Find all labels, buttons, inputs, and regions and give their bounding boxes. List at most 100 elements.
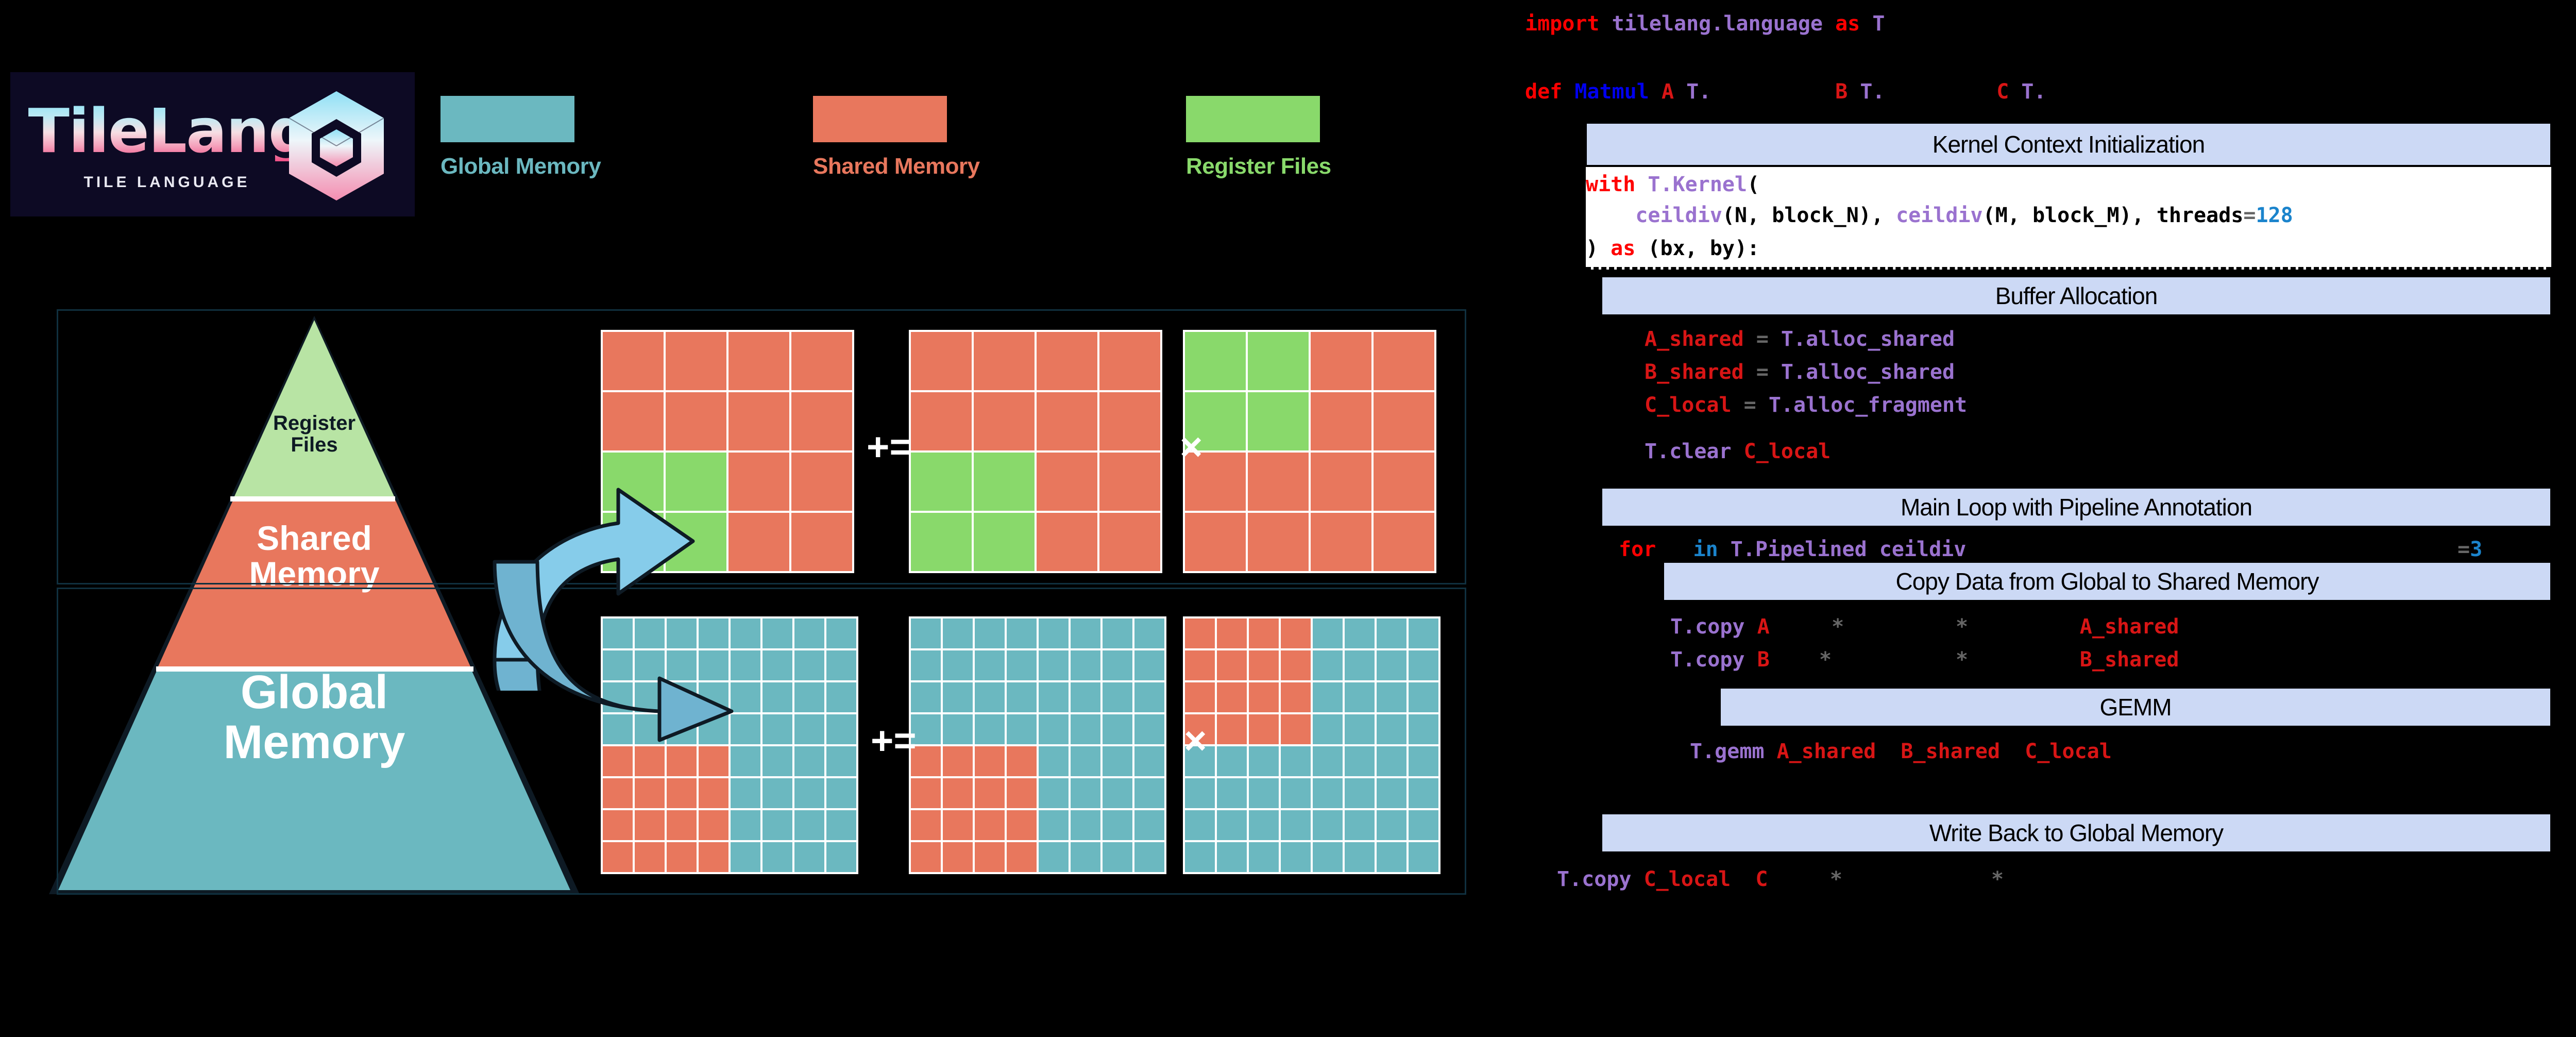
code-token: = xyxy=(2243,204,2256,227)
matrix-cell xyxy=(791,392,852,450)
matrix-cell xyxy=(1409,650,1438,680)
matrix-cell xyxy=(1374,392,1434,450)
matrix-cell xyxy=(1281,650,1311,680)
code-token: T.Pipelined ceildiv xyxy=(1730,538,1967,561)
code-token: = xyxy=(1743,327,1781,351)
matrix-cell xyxy=(1039,682,1069,712)
code-token xyxy=(1745,615,1757,639)
code-token: * xyxy=(1991,867,2004,891)
matrix-b-global-tile xyxy=(1183,616,1440,874)
matrix-cell xyxy=(1249,778,1279,808)
matrix-cell xyxy=(1249,746,1279,776)
matrix-cell xyxy=(731,650,760,680)
code-token: A_shared xyxy=(2079,615,2179,639)
operator-multiply: × xyxy=(1184,719,1207,763)
code-token: ( xyxy=(1747,173,1760,196)
matrix-cell xyxy=(1281,778,1311,808)
matrix-cell xyxy=(1099,392,1160,450)
matrix-cell xyxy=(1409,778,1438,808)
matrix-cell xyxy=(1377,714,1406,744)
matrix-cell xyxy=(1037,513,1097,571)
matrix-cell xyxy=(1134,842,1164,872)
legend-item-register-files: Register Files xyxy=(1186,96,1331,179)
matrix-cell xyxy=(911,682,941,712)
matrix-cell xyxy=(666,392,726,450)
code-token xyxy=(1768,867,1829,891)
matrix-cell xyxy=(1377,842,1406,872)
code-token: T.copy xyxy=(1670,648,1745,672)
matrix-cell xyxy=(1313,810,1343,840)
matrix-cell xyxy=(699,778,728,808)
matrix-cell xyxy=(1248,392,1309,450)
code-token xyxy=(1844,615,1956,639)
code-token: C xyxy=(1755,867,1768,891)
matrix-cell xyxy=(731,842,760,872)
code-token: T.gemm xyxy=(1690,740,1765,763)
code-token: * xyxy=(1819,648,1832,672)
code-token: def xyxy=(1525,80,1563,104)
color-swatch-global xyxy=(440,96,574,142)
matrix-a-global-tile xyxy=(909,616,1166,874)
matrix-cell xyxy=(1099,453,1160,511)
matrix-cell xyxy=(603,714,633,744)
code-line-for-pipelined: for in T.Pipelined ceildiv xyxy=(1619,539,1966,560)
matrix-cell xyxy=(826,682,856,712)
section-header-kernel-context-initialization: Kernel Context Initialization xyxy=(1587,124,2550,165)
matrix-cell xyxy=(603,650,633,680)
matrix-cell xyxy=(699,842,728,872)
code-token: ceildiv xyxy=(1635,204,1722,227)
code-line-copy-a: T.copy A * * A_shared xyxy=(1670,616,2179,637)
code-line-t-gemm: T.gemm A_shared B_shared C_local xyxy=(1690,741,2112,762)
code-token: ceildiv xyxy=(1896,204,1983,227)
code-token: in xyxy=(1693,538,1718,561)
code-token xyxy=(1731,867,1755,891)
pyramid-label-register-files: Register Files xyxy=(273,412,356,456)
matrix-cell xyxy=(1311,513,1371,571)
section-header-main-loop: Main Loop with Pipeline Annotation xyxy=(1602,489,2550,526)
matrix-cell xyxy=(1377,650,1406,680)
matrix-cell xyxy=(1345,810,1375,840)
matrix-cell xyxy=(731,682,760,712)
matrix-cell xyxy=(667,746,697,776)
matrix-cell xyxy=(911,392,972,450)
code-token: = xyxy=(2458,538,2470,561)
matrix-cell xyxy=(667,650,697,680)
code-token: T.alloc_shared xyxy=(1781,360,1955,384)
matrix-cell xyxy=(1249,810,1279,840)
matrix-cell xyxy=(975,842,1005,872)
matrix-cell xyxy=(1313,618,1343,648)
matrix-cell xyxy=(1007,746,1037,776)
matrix-cell xyxy=(974,513,1035,571)
matrix-cell xyxy=(1099,332,1160,390)
matrix-equations-layer: +=×+=× xyxy=(601,330,1440,874)
matrix-cell xyxy=(1134,714,1164,744)
matrix-cell xyxy=(762,714,792,744)
matrix-cell xyxy=(1071,842,1100,872)
matrix-cell xyxy=(1281,746,1311,776)
matrix-cell xyxy=(762,650,792,680)
code-line-ceildiv-threads: ceildiv(N, block_N), ceildiv(M, block_M)… xyxy=(1586,205,2293,226)
code-token xyxy=(1765,740,1777,763)
matrix-cell xyxy=(666,453,726,511)
pyramid-label-global-memory: Global Memory xyxy=(223,666,405,768)
code-token: A xyxy=(1757,615,1770,639)
code-token: B xyxy=(1835,80,1848,104)
matrix-cell xyxy=(1217,682,1247,712)
code-token: Matmul xyxy=(1574,80,1649,104)
matrix-cell xyxy=(1217,842,1247,872)
matrix-cell xyxy=(635,618,665,648)
matrix-a-shared-tile xyxy=(909,330,1162,573)
code-token xyxy=(2000,740,2025,763)
matrix-cell xyxy=(603,746,633,776)
matrix-cell xyxy=(943,682,973,712)
matrix-cell xyxy=(1345,842,1375,872)
matrix-cell xyxy=(1313,842,1343,872)
code-token xyxy=(1562,80,1574,104)
matrix-cell xyxy=(1185,842,1215,872)
matrix-cell xyxy=(911,746,941,776)
code-token xyxy=(1674,80,1686,104)
matrix-cell xyxy=(1071,778,1100,808)
matrix-cell xyxy=(1185,650,1215,680)
matrix-cell xyxy=(603,810,633,840)
matrix-cell xyxy=(1185,682,1215,712)
